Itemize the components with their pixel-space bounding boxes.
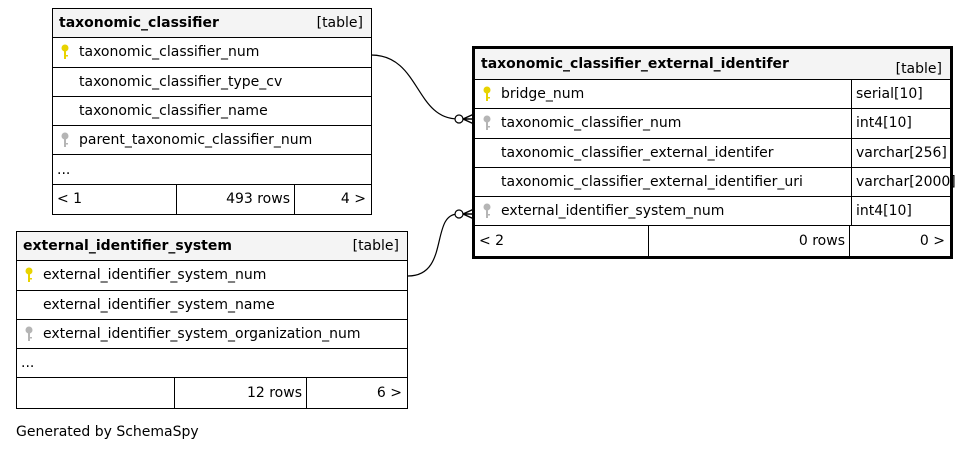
column-row[interactable]: taxonomic_classifier_name (53, 97, 371, 127)
table-taxonomic-classifier[interactable]: taxonomic_classifier [table] taxonomic_c… (52, 8, 372, 216)
primary-key-icon (25, 267, 33, 283)
column-name: taxonomic_classifier_external_identifer (501, 144, 774, 161)
column-row[interactable]: external_identifier_system_name (17, 291, 407, 320)
foreign-key-icon (483, 203, 491, 219)
column-name: parent_taxonomic_classifier_num (79, 132, 313, 149)
more-columns: ... (53, 155, 371, 185)
table-name[interactable]: taxonomic_classifier_external_identifer (481, 56, 789, 72)
column-row[interactable]: taxonomic_classifier_type_cv (53, 68, 371, 97)
table-footer: 12 rows 6 > (17, 378, 407, 408)
row-count: 12 rows (175, 378, 307, 408)
column-name: external_identifier_system_organization_… (43, 326, 361, 343)
children-count (17, 378, 175, 408)
generated-by-text: Generated by SchemaSpy (16, 424, 199, 440)
table-footer: < 2 0 rows 0 > (475, 226, 950, 256)
column-name: taxonomic_classifier_name (79, 103, 268, 120)
table-header: external_identifier_system [table] (17, 232, 407, 262)
children-count: < 1 (53, 184, 177, 215)
column-type: int4[10] (851, 197, 950, 226)
column-type: varchar[256] (851, 138, 950, 167)
foreign-key-icon (25, 326, 33, 342)
table-name[interactable]: external_identifier_system (23, 238, 232, 255)
table-name[interactable]: taxonomic_classifier (59, 15, 219, 32)
column-name: taxonomic_classifier_num (79, 44, 260, 61)
children-count: < 2 (475, 226, 649, 256)
table-header: taxonomic_classifier_external_identifer … (475, 49, 950, 80)
column-row[interactable]: taxonomic_classifier_external_identifer … (475, 138, 950, 168)
parents-count: 4 > (340, 191, 366, 208)
table-taxonomic-classifier-external-identifer[interactable]: taxonomic_classifier_external_identifer … (472, 46, 956, 259)
primary-key-icon (61, 44, 69, 60)
column-row[interactable]: bridge_num serial[10] (475, 80, 950, 110)
parents-count: 0 > (919, 233, 945, 250)
column-name: taxonomic_classifier_num (501, 115, 682, 132)
more-columns: ... (17, 349, 407, 379)
table-kind: [table] (895, 61, 942, 77)
column-row[interactable]: taxonomic_classifier_num (53, 38, 371, 68)
column-row[interactable]: external_identifier_system_num int4[10] (475, 197, 950, 227)
column-row[interactable]: taxonomic_classifier_external_identifier… (475, 167, 956, 198)
foreign-key-icon (483, 115, 491, 131)
row-count: 493 rows (177, 184, 295, 215)
column-name: external_identifier_system_num (43, 267, 267, 284)
column-row[interactable]: parent_taxonomic_classifier_num (53, 126, 371, 156)
column-row[interactable]: external_identifier_system_num (17, 261, 407, 291)
table-header: taxonomic_classifier [table] (53, 9, 371, 39)
column-name: taxonomic_classifier_external_identifier… (501, 174, 803, 191)
table-footer: < 1 493 rows 4 > (53, 184, 371, 215)
parents-count: 6 > (376, 385, 402, 402)
table-external-identifier-system[interactable]: external_identifier_system [table] exter… (16, 231, 408, 409)
row-count: 0 rows (649, 226, 850, 256)
table-kind: [table] (352, 238, 399, 255)
column-type: serial[10] (851, 80, 950, 109)
table-kind: [table] (316, 15, 363, 32)
column-name: external_identifier_system_name (43, 296, 275, 313)
column-row[interactable]: external_identifier_system_organization_… (17, 320, 407, 350)
relationship-taxonomic-classifier (370, 54, 459, 120)
relationship-endpoint-circle (454, 209, 464, 219)
relationship-external-identifier-system (407, 213, 459, 277)
column-type: varchar[2000] (851, 167, 956, 197)
column-row[interactable]: taxonomic_classifier_num int4[10] (475, 109, 950, 139)
column-name: bridge_num (501, 86, 585, 103)
foreign-key-icon (61, 132, 69, 148)
column-type: int4[10] (851, 109, 950, 138)
column-name: external_identifier_system_num (501, 203, 725, 220)
primary-key-icon (483, 86, 491, 102)
relationship-endpoint-circle (454, 114, 464, 124)
column-name: taxonomic_classifier_type_cv (79, 73, 283, 90)
